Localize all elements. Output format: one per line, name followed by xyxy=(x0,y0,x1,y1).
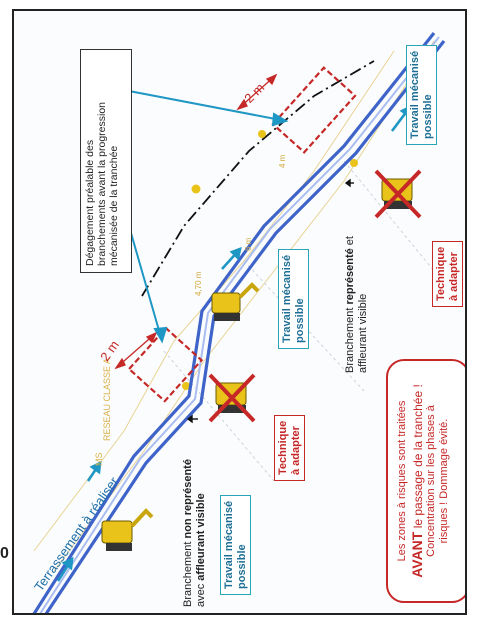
summary-line-4: risques ! Dommage évité. xyxy=(438,418,451,544)
label-ms: MS xyxy=(94,452,104,467)
branch-left-line-1: Branchement non représenté xyxy=(182,459,194,607)
annotation-degagement: Dégagement préalable des branchements av… xyxy=(80,49,132,273)
degagement-line-2: branchements avant la progression xyxy=(96,101,109,266)
label-d3: 6 m xyxy=(244,237,253,251)
box-technique-right: Technique à adapter xyxy=(432,240,464,307)
dimension-arrows xyxy=(114,73,278,370)
degagement-line-3: mécanisée de la tranchée xyxy=(108,145,121,266)
technique-left-line-2: à adapter xyxy=(289,426,302,475)
label-branchement-non-represente: Branchement non représenté avec affleura… xyxy=(182,459,207,607)
travail-bottom-line-1: Travail mécanisé xyxy=(223,500,235,589)
label-branchement-represente: Branchement représenté et affleurant vis… xyxy=(344,236,369,373)
travail-top-line-1: Travail mécanisé xyxy=(409,50,421,139)
box-travail-bottom: Travail mécanisé possible xyxy=(220,494,252,595)
pointer-arrows xyxy=(186,178,354,424)
travail-mid-line-2: possible xyxy=(293,298,306,343)
technique-right-line-2: à adapter xyxy=(447,252,460,301)
label-d1: 4 m xyxy=(278,154,287,168)
travail-top-line-2: possible xyxy=(421,94,434,139)
property-line xyxy=(141,60,375,297)
box-technique-left: Technique à adapter xyxy=(274,414,306,481)
label-d2: 4,70 m xyxy=(194,271,203,296)
summary-line-1: Les zones à risques sont traitées xyxy=(396,400,408,562)
box-travail-mid: Travail mécanisé possible xyxy=(278,248,310,349)
summary-line-3: Concentration sur les phases à xyxy=(425,405,438,557)
excavator-right-crossed xyxy=(374,169,422,219)
corner-mark: 0 xyxy=(0,545,9,562)
summary-box: Les zones à risques sont traitées AVANT … xyxy=(386,359,465,603)
network-nodes xyxy=(182,130,358,390)
box-travail-top: Travail mécanisé possible xyxy=(406,44,438,145)
excavator-left-crossed xyxy=(208,373,256,423)
degagement-line-1: Dégagement préalable des xyxy=(84,139,96,266)
diagram-frame: MS RESEAU CLASSE A 4 m 4,70 m 6 m Terras… xyxy=(12,9,467,615)
label-reseau: RESEAU CLASSE A xyxy=(102,357,112,441)
technique-left-line-1: Technique xyxy=(277,420,289,475)
excavator-bottom xyxy=(101,508,154,551)
background-network-grey xyxy=(163,160,435,482)
branch-left-line-2: avec affleurant visible xyxy=(194,493,207,607)
travail-bottom-line-2: possible xyxy=(235,544,248,589)
branch-right-line-1: Branchement représenté et xyxy=(344,236,356,373)
technique-right-line-1: Technique xyxy=(435,246,447,301)
branch-right-line-2: affleurant visible xyxy=(356,293,369,373)
travail-mid-line-1: Travail mécanisé xyxy=(281,254,293,343)
leader-lines xyxy=(128,90,289,344)
excavator-mid xyxy=(211,282,260,321)
site-plan xyxy=(32,32,446,613)
risk-zones xyxy=(127,66,357,403)
summary-line-2: AVANT le passage de la tranchée ! xyxy=(408,384,425,578)
